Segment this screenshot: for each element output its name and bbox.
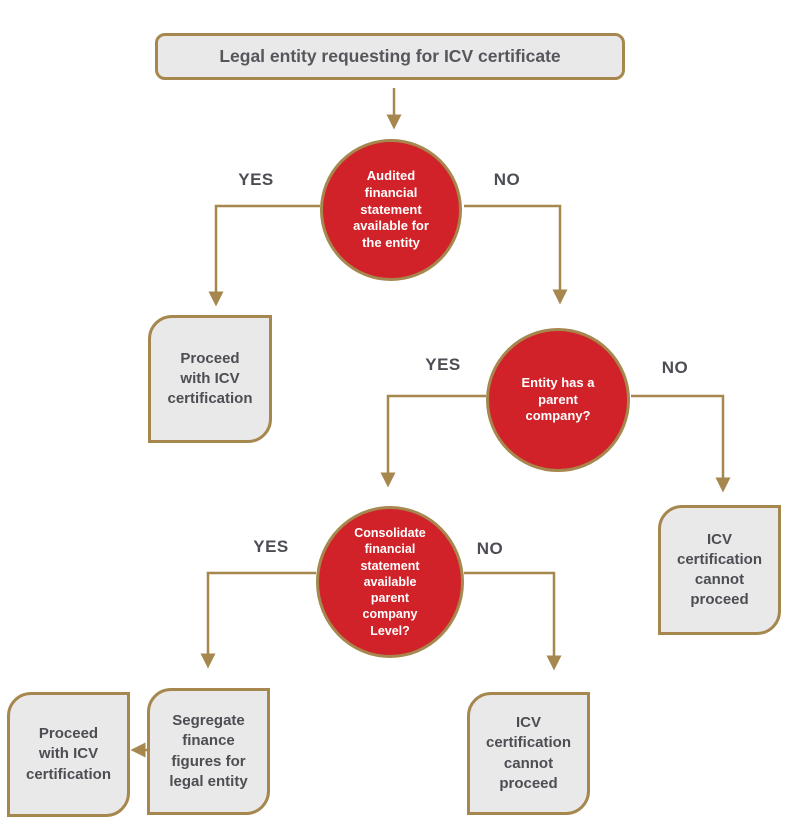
outcome-proceed-with-icv-certification-top: Proceed with ICV certification [148, 315, 272, 443]
outcome-proceed-with-icv-certification-bottom: Proceed with ICV certification [7, 692, 130, 817]
edge-consolidated-yes [200, 571, 316, 669]
outcome-icv-cannot-proceed-right: ICV certification cannot proceed [658, 505, 781, 635]
edge-label-yes-audited: YES [238, 170, 274, 189]
outcome-icv-cannot-proceed-bottom: ICV certification cannot proceed [467, 692, 590, 815]
edge-parent-no [631, 394, 731, 493]
decision-parent-company: Entity has a parent company? [486, 328, 630, 472]
edge-parent-yes [380, 394, 486, 488]
edge-label-no-parent: NO [661, 358, 689, 377]
edge-label-no-audited: NO [493, 170, 521, 189]
outcome-segregate-finance-figures: Segregate finance figures for legal enti… [147, 688, 270, 815]
edge-label-yes-consolidated: YES [253, 537, 289, 556]
start-node: Legal entity requesting for ICV certific… [155, 33, 625, 80]
edge-consolidated-no [464, 571, 562, 671]
edge-label-yes-parent: YES [425, 355, 461, 374]
edge-label-no-consolidated: NO [476, 539, 504, 558]
decision-audited-financial-statement: Audited financial statement available fo… [320, 139, 462, 281]
edge-audited-yes [208, 204, 320, 307]
decision-consolidated-statement: Consolidate financial statement availabl… [316, 506, 464, 658]
edge-audited-no [464, 204, 568, 305]
